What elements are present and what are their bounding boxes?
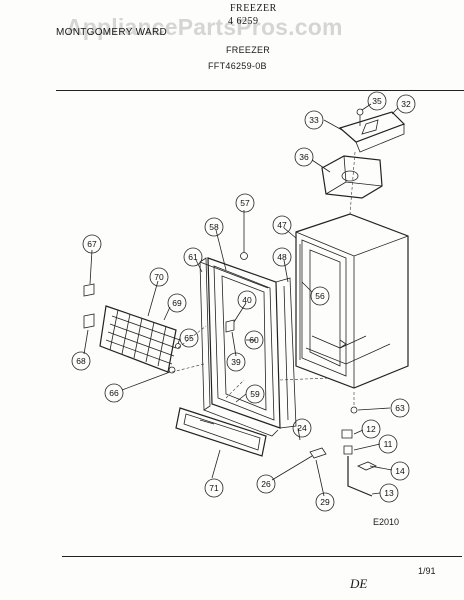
header-brand: MONTGOMERY WARD — [56, 27, 167, 38]
callout-48: 48 — [272, 247, 292, 267]
svg-text:66: 66 — [109, 388, 119, 398]
callout-24: 24 — [292, 418, 312, 438]
svg-text:36: 36 — [299, 152, 309, 162]
svg-text:71: 71 — [209, 483, 219, 493]
callout-56: 56 — [310, 286, 330, 306]
svg-text:32: 32 — [401, 99, 411, 109]
svg-text:14: 14 — [395, 466, 405, 476]
door-panel-part — [207, 257, 297, 429]
svg-text:63: 63 — [395, 403, 405, 413]
callout-70: 70 — [149, 267, 169, 287]
svg-text:39: 39 — [231, 357, 241, 367]
svg-text:33: 33 — [309, 115, 319, 125]
svg-text:69: 69 — [172, 298, 182, 308]
svg-text:26: 26 — [261, 479, 271, 489]
kick-plate-part — [175, 407, 267, 457]
callout-33: 33 — [304, 110, 324, 130]
top-rule — [56, 90, 464, 91]
bottom-rule — [62, 556, 462, 557]
diagram-code: E2010 — [373, 517, 400, 527]
shelf-rack-part — [99, 305, 181, 373]
callout-58: 58 — [204, 217, 224, 237]
handwritten-note: DE — [350, 576, 368, 591]
top-bracket-part — [338, 108, 406, 153]
assembly-lines — [171, 151, 356, 406]
svg-text:13: 13 — [384, 488, 394, 498]
callout-60: 60 — [244, 330, 264, 350]
callout-47: 47 — [272, 215, 292, 235]
callout-26: 26 — [256, 474, 276, 494]
callout-65: 65 — [179, 328, 199, 348]
door-gasket-part — [199, 257, 279, 437]
svg-text:59: 59 — [250, 389, 260, 399]
svg-text:67: 67 — [87, 239, 97, 249]
svg-text:60: 60 — [249, 335, 259, 345]
callout-11: 11 — [378, 434, 398, 454]
control-housing-part — [321, 155, 383, 199]
callout-39: 39 — [226, 352, 246, 372]
svg-text:24: 24 — [297, 423, 307, 433]
callout-40: 40 — [237, 290, 257, 310]
svg-text:48: 48 — [277, 252, 287, 262]
callout-29: 29 — [315, 492, 335, 512]
callout-group: 35 32 33 36 57 58 47 61 48 67 70 56 40 6… — [71, 91, 416, 512]
svg-text:11: 11 — [384, 439, 393, 449]
svg-text:65: 65 — [184, 333, 194, 343]
callout-32: 32 — [396, 94, 416, 114]
callout-61: 61 — [183, 247, 203, 267]
svg-text:35: 35 — [372, 96, 382, 106]
callout-69: 69 — [167, 293, 187, 313]
callout-71: 71 — [204, 478, 224, 498]
svg-text:58: 58 — [209, 222, 219, 232]
callout-12: 12 — [361, 419, 381, 439]
callout-68: 68 — [71, 351, 91, 371]
callout-13: 13 — [379, 483, 399, 503]
watermark: AppliancePartsPros.com — [66, 14, 343, 40]
svg-text:56: 56 — [315, 291, 325, 301]
header-model: FFT46259-0B — [208, 61, 267, 71]
svg-text:57: 57 — [240, 198, 250, 208]
callout-57: 57 — [235, 193, 255, 213]
header-line2: 4 6259 — [228, 16, 259, 27]
callout-14: 14 — [390, 461, 410, 481]
leader-lines — [83, 103, 399, 497]
callout-59: 59 — [245, 384, 265, 404]
svg-text:70: 70 — [154, 272, 164, 282]
callout-67: 67 — [82, 234, 102, 254]
footer-date: 1/91 — [418, 566, 436, 576]
svg-text:29: 29 — [320, 497, 330, 507]
svg-text:68: 68 — [76, 356, 86, 366]
callout-36: 36 — [294, 147, 314, 167]
header-line1: FREEZER — [230, 3, 277, 14]
callout-35: 35 — [367, 91, 387, 111]
header-line3: FREEZER — [226, 45, 271, 55]
svg-text:61: 61 — [188, 252, 198, 262]
svg-text:40: 40 — [242, 295, 252, 305]
svg-text:12: 12 — [366, 424, 376, 434]
drain-parts — [309, 406, 377, 497]
svg-text:47: 47 — [277, 220, 287, 230]
callout-63: 63 — [390, 398, 410, 418]
callout-66: 66 — [104, 383, 124, 403]
